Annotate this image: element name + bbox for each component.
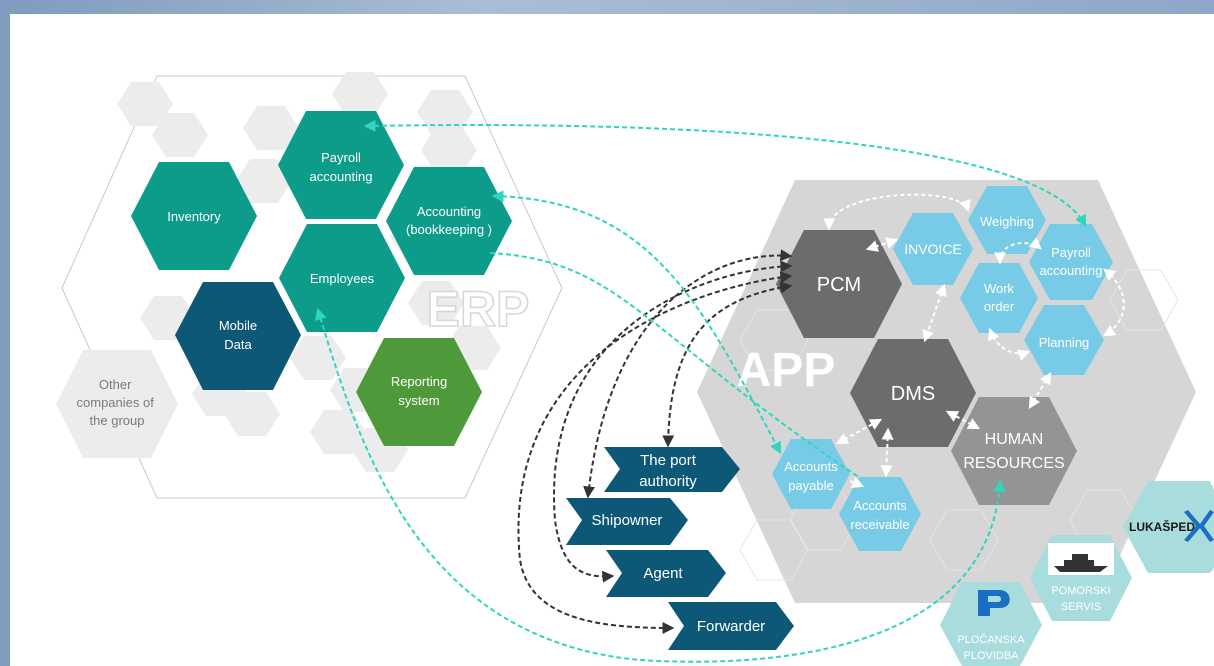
app-node-planning: Planning xyxy=(1024,305,1104,375)
erp-node-employees: Employees xyxy=(279,224,405,332)
svg-text:Planning: Planning xyxy=(1039,335,1090,350)
svg-text:LUKAŠPED: LUKAŠPED xyxy=(1129,519,1195,534)
erp-title: ERP xyxy=(427,281,530,337)
app-node-invoice: INVOICE xyxy=(893,213,973,285)
app-title: APP xyxy=(737,344,836,397)
svg-text:Shipowner: Shipowner xyxy=(592,512,663,529)
svg-text:Agent: Agent xyxy=(643,565,683,582)
external-shipowner: Shipowner xyxy=(566,498,688,545)
svg-text:DMS: DMS xyxy=(891,383,935,405)
svg-text:Weighing: Weighing xyxy=(980,214,1034,229)
erp-node-inventory: Inventory xyxy=(131,162,257,270)
other-companies-label: Other companies of the group xyxy=(77,377,158,428)
svg-text:Forwarder: Forwarder xyxy=(697,618,765,635)
svg-text:Employees: Employees xyxy=(310,271,375,286)
lukasped-x-icon xyxy=(1184,510,1214,542)
plocanska-p-icon xyxy=(978,590,1010,616)
svg-text:INVOICE: INVOICE xyxy=(904,241,962,257)
svg-text:Inventory: Inventory xyxy=(167,209,221,224)
external-agent: Agent xyxy=(606,550,726,597)
other-companies-hex xyxy=(56,350,178,458)
company-lukasped: LUKAŠPED xyxy=(1123,481,1214,573)
external-forwarder: Forwarder xyxy=(668,602,794,650)
svg-text:PCM: PCM xyxy=(817,274,861,296)
erp-app-arrows xyxy=(315,119,1087,663)
